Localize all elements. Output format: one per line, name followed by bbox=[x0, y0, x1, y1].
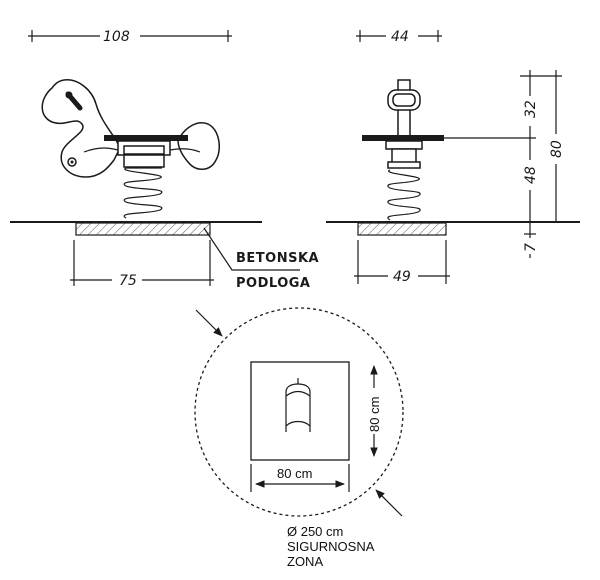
safety-zone-arrow-bottom bbox=[375, 489, 403, 517]
safety-zone-caption: Ø 250 cm SIGURNOSNA ZONA bbox=[287, 524, 375, 569]
plan-view: 80 cm 80 cm Ø 250 cm SIGURNOSNA ZONA bbox=[194, 307, 404, 569]
square-height-dimension: 80 cm bbox=[365, 365, 383, 457]
height-seat-label: 32 bbox=[523, 100, 539, 118]
safety-zone-circle bbox=[194, 307, 404, 517]
front-width-dimension: 44 bbox=[356, 29, 442, 45]
spring-side bbox=[123, 167, 163, 219]
zone-label-line2: ZONA bbox=[287, 554, 323, 569]
safety-zone-arrow-top bbox=[195, 309, 223, 337]
zone-label-line1: SIGURNOSNA bbox=[287, 539, 375, 554]
horse-plan-symbol bbox=[285, 378, 311, 432]
front-height-dimensions: 32 48 80 7 bbox=[424, 70, 565, 258]
footprint-square bbox=[250, 361, 350, 461]
zone-diameter-label: Ø 250 cm bbox=[287, 524, 343, 539]
front-width-label: 44 bbox=[391, 29, 409, 45]
side-base-label: 75 bbox=[119, 273, 137, 289]
height-footing-label: 7 bbox=[523, 243, 539, 252]
material-label-line2: PODLOGA bbox=[236, 276, 310, 291]
square-height-label: 80 cm bbox=[367, 397, 382, 432]
concrete-base-callout: BETONSKA PODLOGA bbox=[203, 227, 319, 291]
front-view: 44 49 bbox=[326, 29, 580, 285]
front-base-label: 49 bbox=[393, 269, 411, 285]
height-spring-label: 48 bbox=[523, 166, 539, 184]
front-concrete-base bbox=[357, 222, 447, 236]
square-width-dimension: 80 cm bbox=[250, 464, 350, 492]
square-width-label: 80 cm bbox=[277, 466, 312, 481]
side-width-label: 108 bbox=[103, 29, 130, 45]
height-total-label: 80 bbox=[549, 140, 565, 158]
material-label-line1: BETONSKA bbox=[236, 251, 319, 266]
front-base-dimension: 49 bbox=[354, 240, 450, 285]
side-width-dimension: 108 bbox=[28, 29, 232, 45]
side-base-dimension: 75 bbox=[70, 240, 214, 289]
spring-horse-side bbox=[41, 79, 221, 178]
spring-horse-front bbox=[362, 79, 444, 169]
side-concrete-base bbox=[75, 222, 211, 236]
spring-front bbox=[387, 169, 421, 221]
side-view: 108 bbox=[10, 29, 319, 291]
